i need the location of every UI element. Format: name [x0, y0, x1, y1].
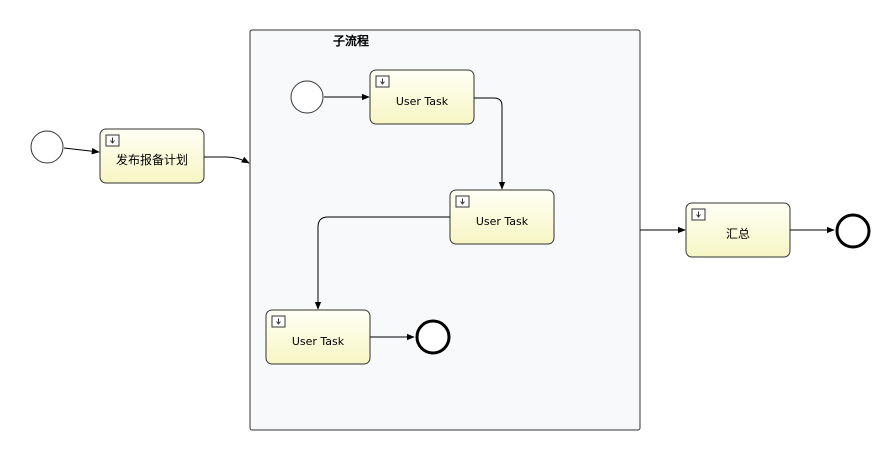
task-user-task-1[interactable]: User Task [369, 69, 475, 125]
end-event-icon[interactable] [835, 213, 871, 249]
end-event-icon[interactable] [415, 319, 451, 355]
sequence-flow-task2-to-task3[interactable] [314, 216, 450, 310]
task-label: User Task [476, 215, 529, 228]
user-task-icon [455, 195, 470, 208]
user-task-icon [375, 75, 390, 88]
task-label: 发布报备计划 [116, 152, 188, 167]
user-task-icon [691, 208, 706, 221]
task-publish-plan[interactable]: 发布报备计划 [99, 128, 205, 184]
task-summary[interactable]: 汇总 [685, 202, 791, 258]
task-user-task-3[interactable]: User Task [265, 309, 371, 365]
sequence-flow-task1-to-task2[interactable] [474, 97, 506, 190]
sequence-flow-publish-to-subprocess[interactable] [204, 156, 250, 164]
task-user-task-2[interactable]: User Task [449, 189, 555, 245]
task-label: User Task [292, 335, 345, 348]
sequence-flow-start-to-publish[interactable] [63, 147, 100, 155]
start-event-icon[interactable] [30, 130, 64, 164]
task-label: 汇总 [726, 227, 750, 241]
start-event-icon[interactable] [290, 80, 324, 114]
user-task-icon [271, 315, 286, 328]
task-label: User Task [396, 95, 449, 108]
subprocess-title: 子流程 [333, 33, 369, 48]
user-task-icon [105, 134, 120, 147]
